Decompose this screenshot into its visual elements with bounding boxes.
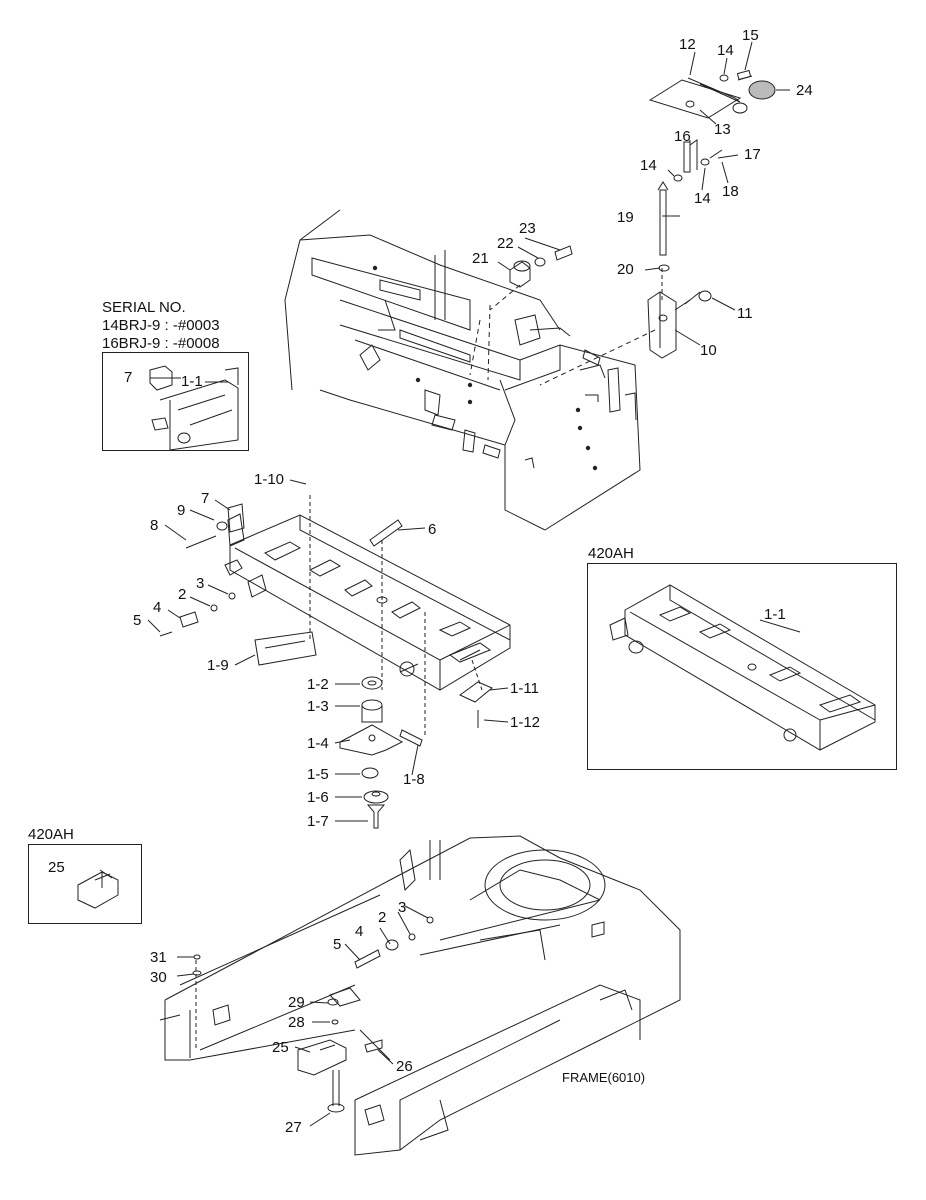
part-label: 18 — [722, 183, 739, 200]
part-label: 15 — [742, 27, 759, 44]
stack-parts — [339, 676, 493, 829]
part-label: 5 — [133, 612, 142, 629]
part-label: 14 — [694, 190, 711, 207]
serial-title: SERIAL NO. — [102, 299, 186, 316]
part-label: 1-11 — [510, 680, 539, 697]
part-label: 10 — [700, 342, 717, 359]
part-label: 1-2 — [307, 676, 329, 693]
part-label: 21 — [472, 250, 489, 267]
part-label: 1-1 — [181, 373, 203, 390]
part-label: 24 — [796, 82, 813, 99]
part-label: 1-8 — [403, 771, 425, 788]
loose-parts-left — [159, 503, 403, 666]
serial-line-2: 16BRJ-9 : -#0008 — [102, 335, 220, 352]
part-label: 4 — [355, 923, 364, 940]
part-label: 13 — [714, 121, 731, 138]
inset-serial-drawing — [149, 365, 239, 451]
part-label: 1-9 — [207, 657, 229, 674]
part-label: 12 — [679, 36, 696, 53]
part-label: 9 — [177, 502, 186, 519]
part-label: 7 — [201, 490, 210, 507]
part-label: 11 — [737, 305, 753, 322]
machine-body — [284, 209, 691, 531]
inset-420ah-right-drawing — [609, 584, 876, 751]
part-label: 6 — [428, 521, 437, 538]
part-label: 4 — [153, 599, 162, 616]
inset-420ah-right-box — [587, 563, 897, 770]
loose-parts-lower — [192, 916, 434, 1113]
part-label: 28 — [288, 1014, 305, 1031]
part-label: 3 — [398, 899, 407, 916]
part-label: 1-3 — [307, 698, 329, 715]
lever-assembly — [647, 69, 776, 359]
part-label: 7 — [124, 369, 133, 386]
part-label: 31 — [150, 949, 167, 966]
part-label: 30 — [150, 969, 167, 986]
part-label: 25 — [48, 859, 65, 876]
part-label: 20 — [617, 261, 634, 278]
inset-420ah-left-box — [28, 844, 142, 924]
part-label: 14 — [717, 42, 734, 59]
part-label: 14 — [640, 157, 657, 174]
part-label: 27 — [285, 1119, 302, 1136]
part-label: 29 — [288, 994, 305, 1011]
inset-420ah-right-title: 420AH — [588, 545, 634, 562]
part-label: 19 — [617, 209, 634, 226]
bushing-group — [489, 245, 573, 311]
part-label: 17 — [744, 146, 761, 163]
part-label: 5 — [333, 936, 342, 953]
part-label: 26 — [396, 1058, 413, 1075]
part-label: 16 — [674, 128, 691, 145]
serial-line-1: 14BRJ-9 : -#0003 — [102, 317, 220, 334]
serial-inset-box — [102, 352, 249, 451]
part-label: 1-7 — [307, 813, 329, 830]
part-label: 25 — [272, 1039, 289, 1056]
track-frame-part — [224, 495, 511, 735]
part-label: 1-10 — [254, 471, 285, 488]
part-label: 1-12 — [510, 714, 541, 731]
lower-frame — [159, 835, 681, 1156]
leader-lines — [99, 41, 801, 1127]
frame-code: FRAME(6010) — [562, 1070, 646, 1085]
part-label: 23 — [519, 220, 536, 237]
part-label: 3 — [196, 575, 205, 592]
part-label: 2 — [178, 586, 187, 603]
inset-420ah-left-title: 420AH — [28, 826, 74, 843]
part-label: 1-4 — [307, 735, 329, 752]
part-label: 1-5 — [307, 766, 329, 783]
part-label: 1-6 — [307, 789, 329, 806]
part-label: 8 — [150, 517, 159, 534]
part-label: 2 — [378, 909, 387, 926]
part-label: 1-1 — [764, 606, 786, 623]
part-label: 22 — [497, 235, 514, 252]
